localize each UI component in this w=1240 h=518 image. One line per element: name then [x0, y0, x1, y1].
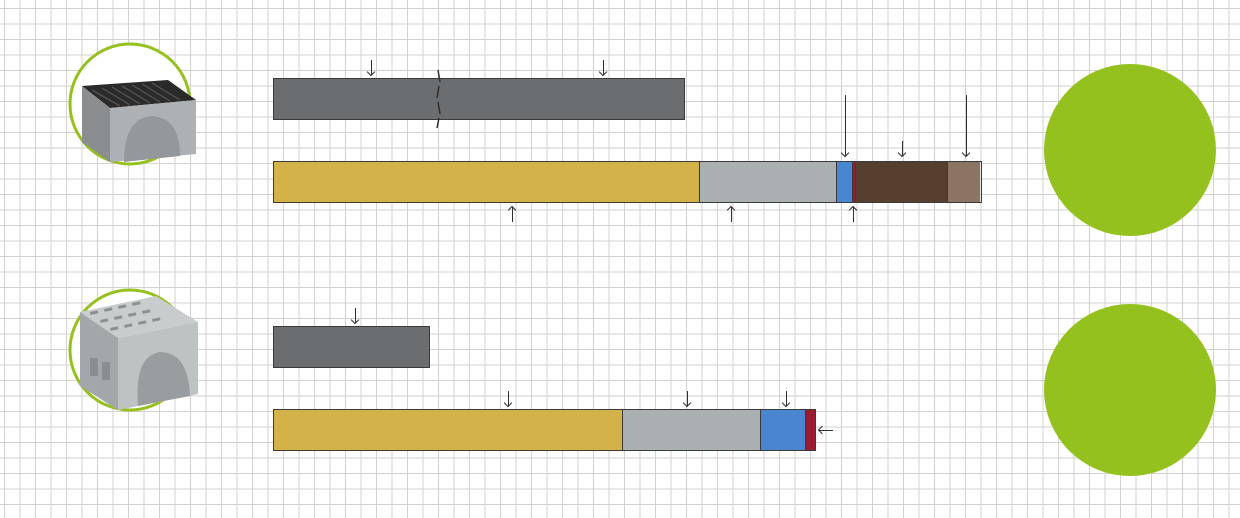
segment-red — [853, 162, 856, 202]
arrow-down — [845, 95, 846, 156]
arrow-down — [902, 141, 903, 156]
segment-dark-gray — [437, 79, 684, 119]
drainage-channel-slotted-icon — [68, 288, 198, 412]
segment-dark-brown — [856, 162, 948, 202]
row-1-bottom-bar — [273, 161, 982, 203]
segment-light-gray — [700, 162, 837, 202]
arrow-down — [687, 391, 688, 406]
arrow-down — [371, 60, 372, 75]
segment-yellow — [274, 162, 700, 202]
segment-yellow — [274, 410, 623, 450]
arrow-left — [819, 430, 833, 431]
arrow-up — [853, 207, 854, 222]
green-circle — [1044, 64, 1216, 236]
break-mark — [436, 70, 441, 129]
segment-dark-gray — [274, 327, 429, 367]
segment-light-gray — [622, 410, 762, 450]
arrow-up — [512, 207, 513, 222]
row-2-top-bar — [273, 326, 430, 368]
drainage-channel-with-grate-icon — [68, 42, 196, 166]
arrow-down — [966, 95, 967, 156]
arrow-down — [786, 391, 787, 406]
segment-taupe — [948, 162, 980, 202]
arrow-down — [355, 308, 356, 323]
row-2-bottom-bar — [273, 409, 816, 451]
segment-blue — [837, 162, 853, 202]
arrow-down — [508, 391, 509, 406]
segment-blue — [761, 410, 807, 450]
green-circle — [1044, 304, 1216, 476]
arrow-down — [603, 60, 604, 75]
segment-red — [806, 410, 815, 450]
arrow-up — [731, 207, 732, 222]
row-1-top-bar — [273, 78, 685, 120]
segment-dark-gray — [274, 79, 438, 119]
